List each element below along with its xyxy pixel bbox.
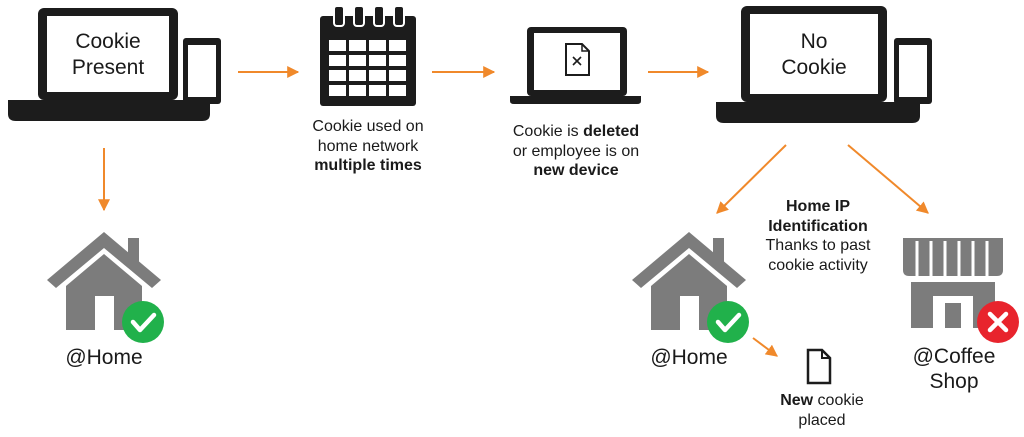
caption-cookie-deleted: Cookie is deleted or employee is on new …: [492, 122, 660, 181]
new-cookie-line: New cookie: [760, 391, 884, 411]
caption-line: home network: [317, 137, 419, 155]
home-ip-title: Home IP: [785, 198, 850, 215]
document-icon: [806, 348, 832, 385]
coffee-shop-label: @Coffee Shop: [896, 344, 1012, 394]
screen-label-line: Cookie: [75, 30, 141, 53]
home-ip-desc: Thanks to past: [765, 237, 871, 255]
caption-line: or employee is on: [512, 142, 640, 160]
caption-text: Cookie is: [512, 123, 584, 140]
cross-icon: [977, 301, 1019, 343]
home-ip-title: Identification: [768, 217, 868, 235]
coffee-shop-line: @Coffee: [912, 345, 996, 368]
check-icon: [122, 301, 164, 343]
house-icon: [47, 232, 161, 330]
screen-label-no-cookie: No Cookie: [750, 29, 878, 80]
arrow-icon: [847, 144, 929, 214]
caption-line: Cookie used on: [312, 118, 424, 135]
caption-line-bold: multiple times: [314, 157, 422, 175]
home-label-left: @Home: [44, 345, 164, 370]
caption-bold: deleted: [583, 123, 640, 140]
screen-label-line: Cookie: [781, 55, 847, 79]
home-ip-desc: cookie activity: [768, 256, 868, 274]
caption-line: Cookie is deleted: [492, 122, 660, 142]
arrow-icon: [716, 144, 787, 214]
caption-line-bold: new device: [533, 162, 619, 180]
laptop-icon: [716, 6, 920, 123]
home-label: @Home: [650, 346, 728, 369]
new-cookie-caption: New cookie placed: [760, 391, 884, 430]
house-icon: [632, 232, 746, 330]
new-cookie-bold: New: [780, 392, 814, 409]
phone-icon: [183, 38, 221, 104]
arrow-icon: [752, 337, 778, 357]
home-label: @Home: [65, 346, 143, 369]
new-cookie-line: placed: [798, 411, 846, 429]
new-cookie-text: cookie: [813, 392, 864, 409]
calendar-icon: [320, 5, 416, 106]
home-label-right: @Home: [629, 345, 749, 370]
coffee-shop-line: Shop: [929, 370, 979, 394]
screen-label-cookie-present: Cookie Present: [47, 29, 169, 80]
check-icon: [707, 301, 749, 343]
caption-calendar: Cookie used on home network multiple tim…: [288, 117, 448, 176]
home-ip-identification: Home IP Identification Thanks to past co…: [748, 197, 888, 275]
document-icon: [565, 43, 590, 76]
screen-label-line: No: [800, 30, 828, 53]
phone-icon: [894, 38, 932, 104]
screen-label-line: Present: [71, 55, 145, 79]
laptop-icon: [8, 8, 210, 121]
